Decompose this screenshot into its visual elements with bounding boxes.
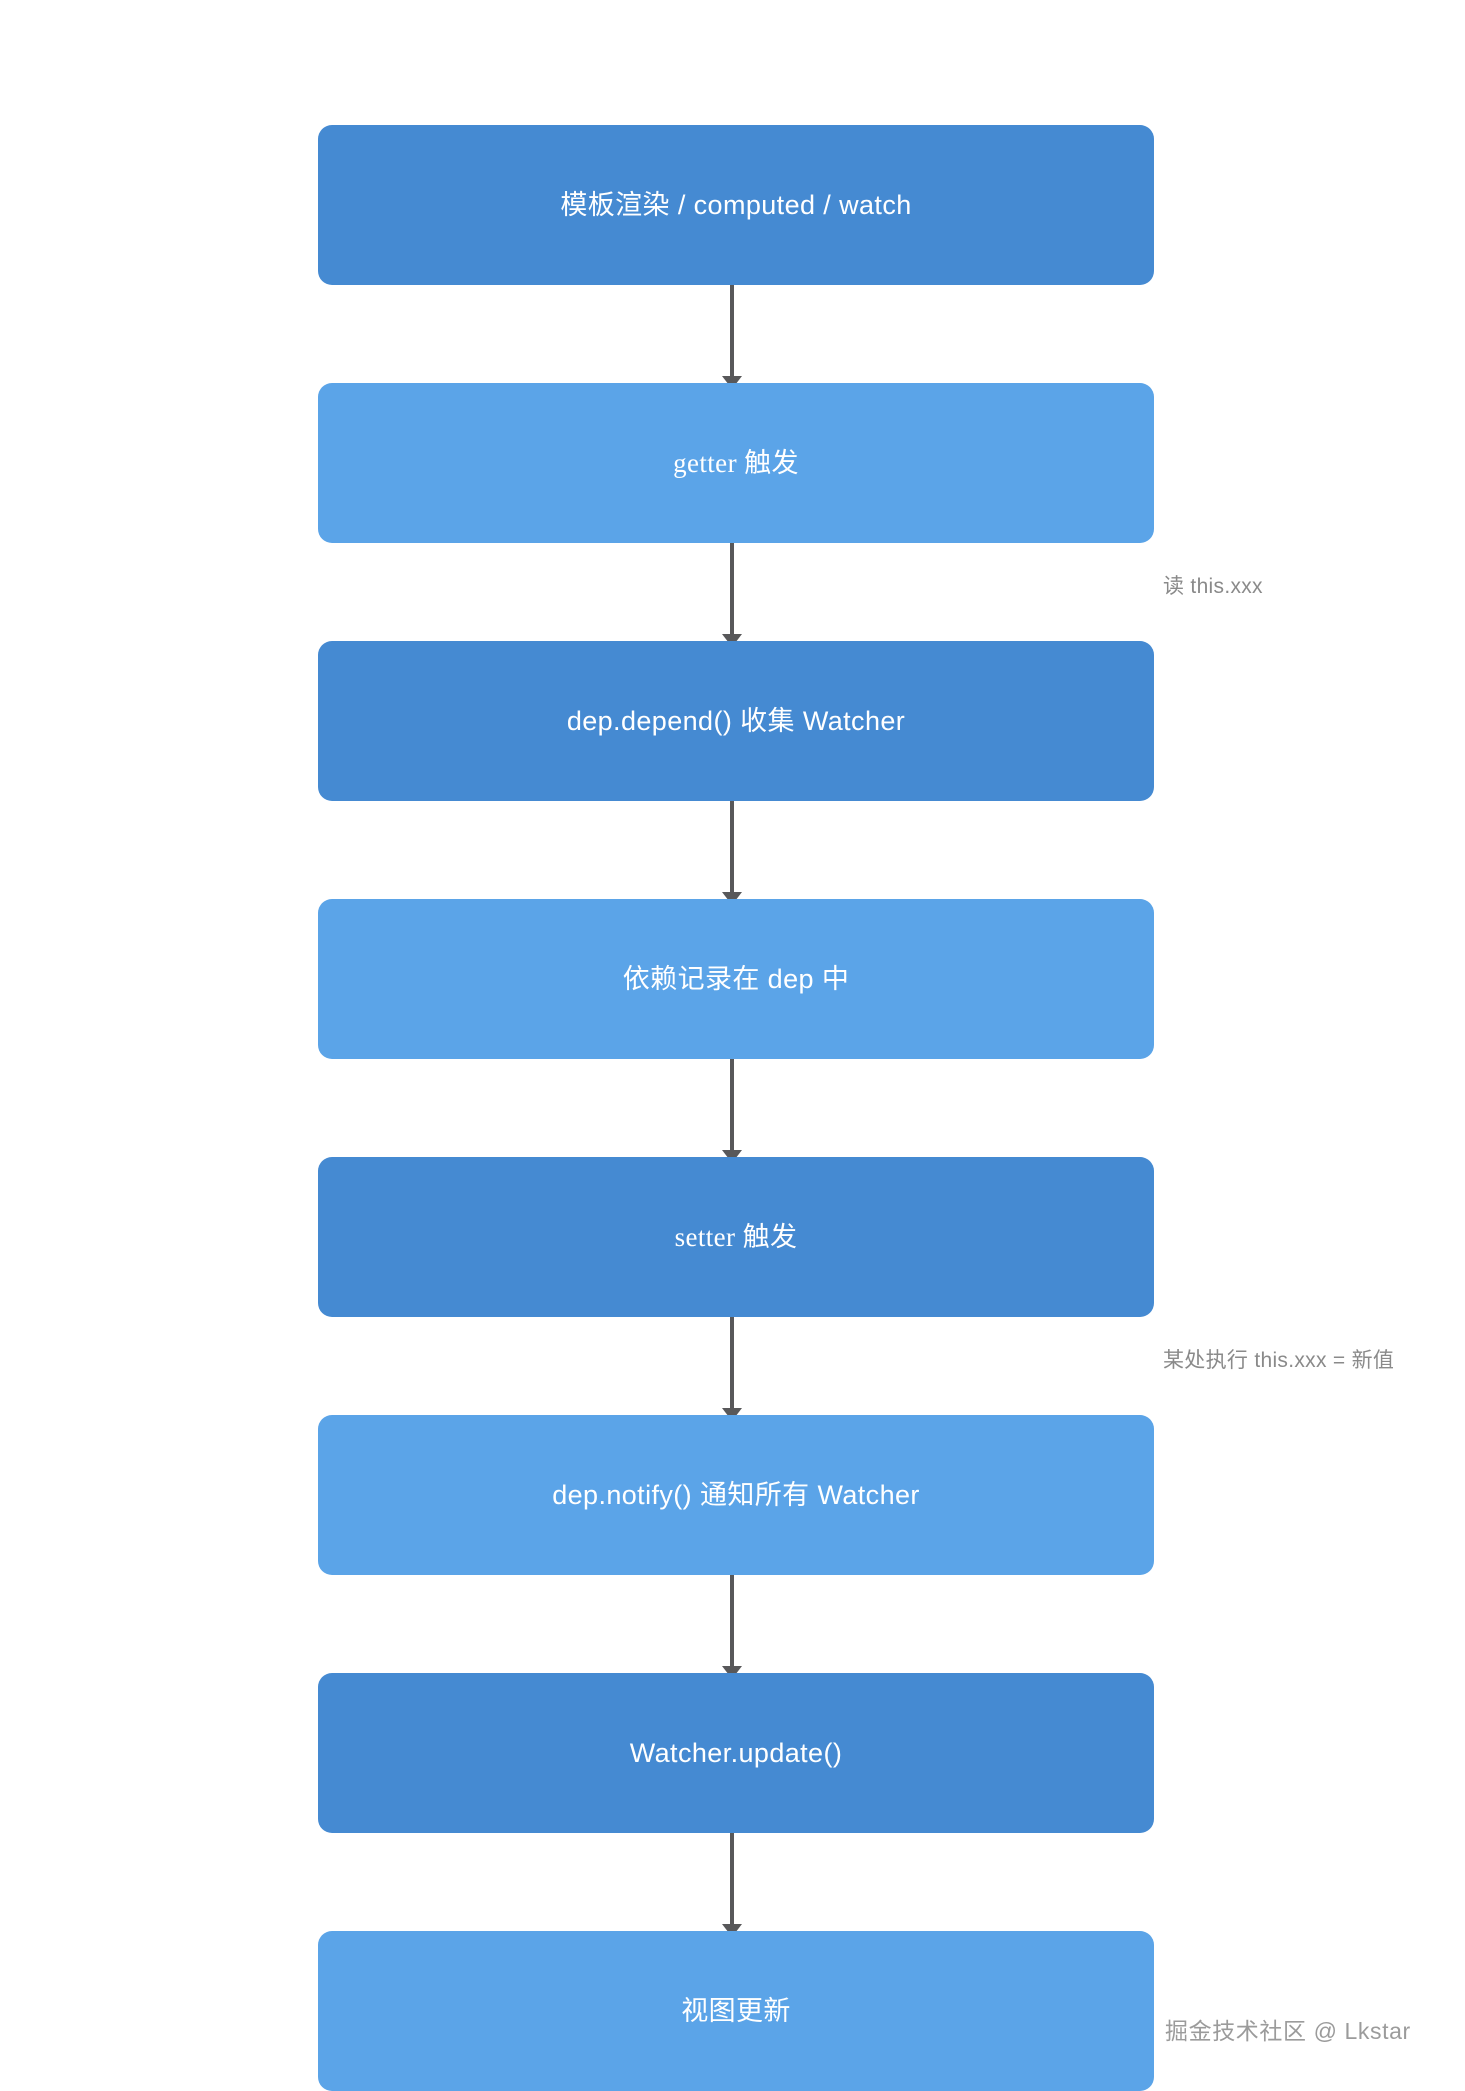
watermark-text: 掘金技术社区 @ Lkstar [1165, 2018, 1411, 2044]
flow-node-label: 模板渲染 / computed / watch [560, 189, 912, 220]
connector-line-6 [730, 1575, 734, 1679]
connector-line-2 [730, 543, 734, 647]
connector-line-4 [730, 1059, 734, 1163]
annotation-read-this: 读 this.xxx [1163, 570, 1263, 600]
flow-node-label: setter 触发 [674, 1221, 798, 1252]
flow-node-dep-depend[interactable]: dep.depend() 收集 Watcher [318, 641, 1154, 801]
connector-line-3 [730, 801, 734, 905]
flow-node-label: 视图更新 [681, 1995, 791, 2026]
watermark-credit: 掘金技术社区 @ Lkstar [1165, 2012, 1411, 2046]
flow-node-label: dep.depend() 收集 Watcher [566, 705, 906, 736]
annotation-set-this: 某处执行 this.xxx = 新值 [1163, 1344, 1394, 1374]
flow-node-label: Watcher.update() [629, 1737, 843, 1768]
flow-node-label: dep.notify() 通知所有 Watcher [552, 1479, 920, 1510]
connector-line-5 [730, 1317, 734, 1421]
connector-line-7 [730, 1833, 734, 1937]
annotation-text: 读 this.xxx [1163, 575, 1263, 598]
flow-node-template-render[interactable]: 模板渲染 / computed / watch [318, 125, 1154, 285]
flow-node-view-update[interactable]: 视图更新 [318, 1931, 1154, 2091]
flow-node-dep-notify[interactable]: dep.notify() 通知所有 Watcher [318, 1415, 1154, 1575]
connector-line-1 [730, 285, 734, 389]
flow-node-label: 依赖记录在 dep 中 [622, 963, 850, 994]
flow-node-label: getter 触发 [673, 447, 799, 478]
flow-node-dep-record[interactable]: 依赖记录在 dep 中 [318, 899, 1154, 1059]
flow-node-setter-trigger[interactable]: setter 触发 [318, 1157, 1154, 1317]
flow-node-getter-trigger[interactable]: getter 触发 [318, 383, 1154, 543]
annotation-text: 某处执行 this.xxx = 新值 [1163, 1349, 1395, 1372]
flow-node-watcher-update[interactable]: Watcher.update() [318, 1673, 1154, 1833]
